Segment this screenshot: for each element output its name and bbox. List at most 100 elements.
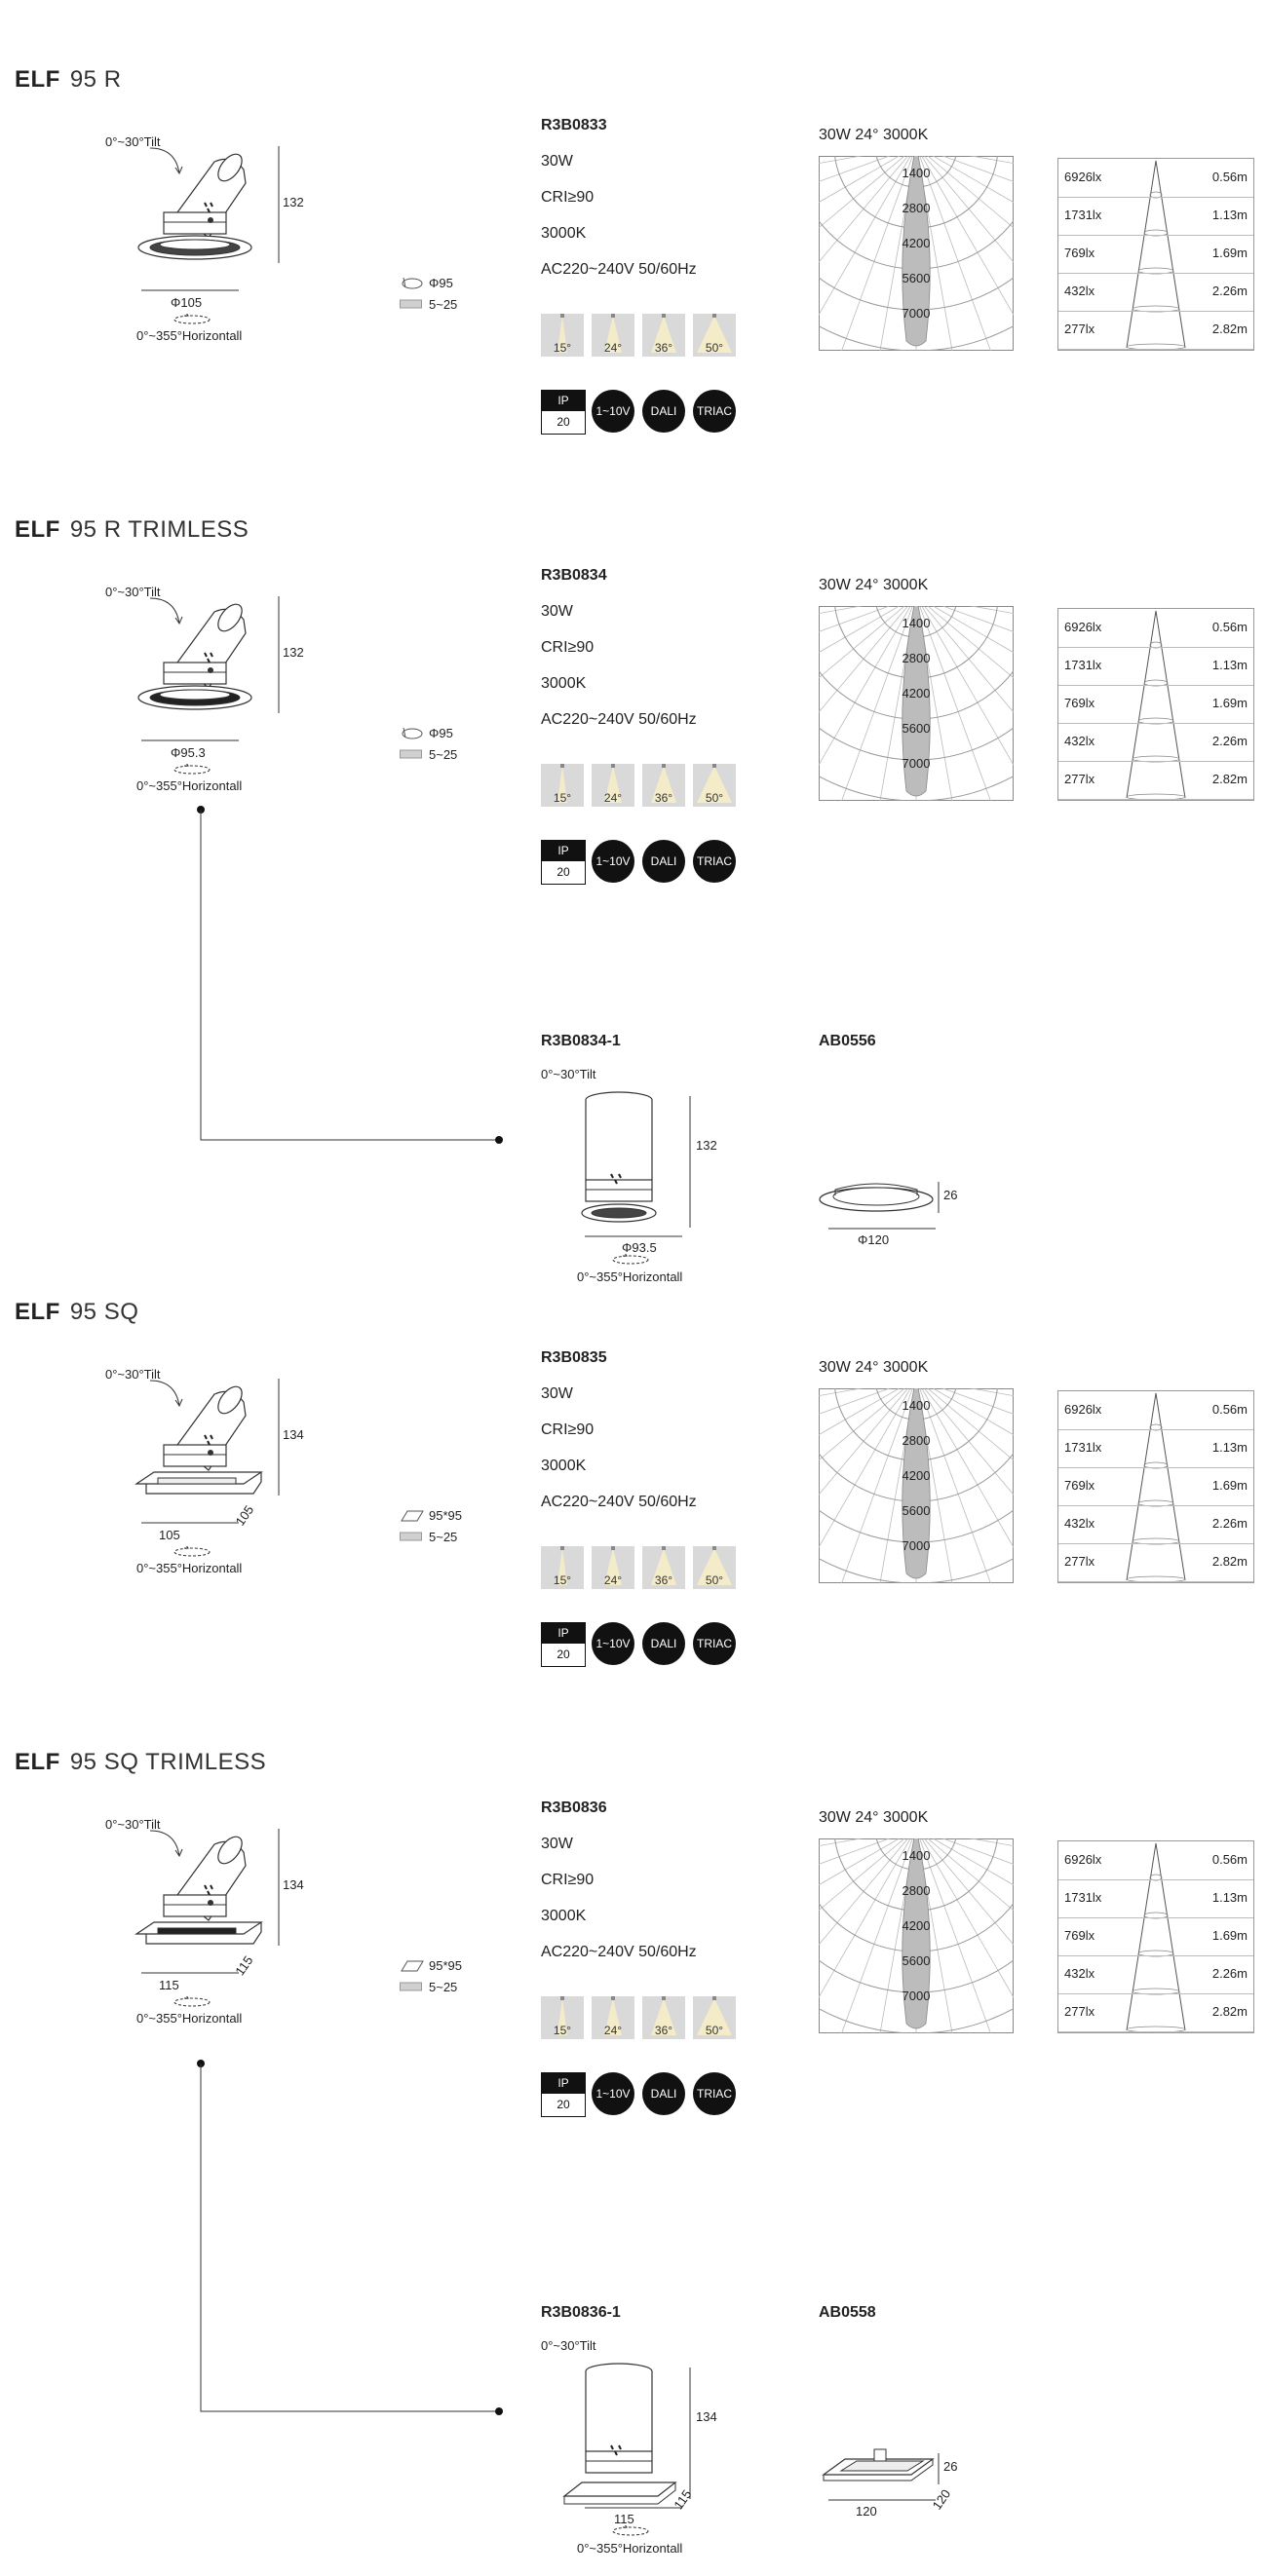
spec-line: 30W (541, 1836, 573, 1852)
title-model: 95 R TRIMLESS (69, 516, 250, 543)
beam-light-icon (604, 314, 622, 353)
spec-line: AC220~240V 50/60Hz (541, 261, 697, 278)
sub-height-dimension-line (689, 1096, 691, 1228)
lux-value: 769lx (1064, 1928, 1095, 1943)
sub-tilt-label: 0°~30°Tilt (541, 2338, 596, 2353)
lux-value: 1731lx (1064, 658, 1102, 672)
accessory-height-label: 26 (943, 1188, 958, 1202)
accessory-drawing (822, 2448, 935, 2481)
lux-distance: 2.26m (1211, 734, 1248, 748)
sub-horizontal-label: 0°~355°Horizontall (577, 2541, 683, 2556)
sub-product-code: R3B0834-1 (541, 1033, 621, 1049)
lux-value: 432lx (1064, 1516, 1095, 1531)
spec-line: 3000K (541, 675, 587, 692)
sub-fixture-drawing (562, 2363, 677, 2505)
polar-value-label: 4200 (902, 686, 931, 701)
height-dimension-line (278, 146, 280, 263)
spec-line: 3000K (541, 1908, 587, 1924)
tilt-label: 0°~30°Tilt (105, 134, 161, 149)
tilt-arrow-icon (149, 1380, 183, 1408)
cutout-icon (401, 1960, 424, 1972)
polar-value-label: 4200 (902, 1468, 931, 1483)
lux-value: 277lx (1064, 772, 1095, 786)
spec-line: CRI≥90 (541, 639, 595, 656)
lux-distance: 2.82m (1211, 322, 1248, 336)
product-code: R3B0834 (541, 567, 607, 584)
lux-value: 1731lx (1064, 208, 1102, 222)
ceiling-range-label: 5~25 (429, 747, 458, 762)
beam-light-icon (604, 1996, 622, 2035)
rotate-arrow-icon (173, 764, 211, 775)
beam-angle-4: 50° (693, 1996, 736, 2039)
width-label: 105 (159, 1528, 180, 1542)
rotate-arrow-icon (173, 1546, 211, 1557)
lux-distance: 2.82m (1211, 772, 1248, 786)
cutout-icon (402, 727, 423, 739)
spec-line: AC220~240V 50/60Hz (541, 1494, 697, 1510)
beam-angle-3: 36° (642, 1546, 685, 1589)
beam-angle-label: 24° (603, 1573, 623, 1587)
ip-label: IP (542, 841, 585, 861)
spec-line: 30W (541, 153, 573, 170)
beam-angle-label: 36° (654, 791, 673, 805)
dimming-badge: TRIAC (693, 2072, 736, 2115)
sub-product-code: R3B0836-1 (541, 2304, 621, 2321)
ip-label: IP (542, 391, 585, 411)
beam-light-icon (697, 314, 732, 353)
accessory-width-line (828, 2499, 936, 2501)
tilt-arrow-icon (149, 1830, 183, 1858)
beam-light-icon (557, 314, 567, 353)
dimming-badge: DALI (642, 2072, 685, 2115)
sub-width-dimension-line (585, 1235, 682, 1237)
beam-light-icon (557, 1546, 567, 1585)
beam-angle-label: 24° (603, 2024, 623, 2037)
accessory-height-line (938, 1182, 940, 1213)
dimming-badge: 1~10V (592, 1622, 634, 1665)
spec-line: CRI≥90 (541, 189, 595, 206)
sub-rotate-arrow-icon (612, 1254, 649, 1265)
title-model: 95 SQ (69, 1299, 139, 1325)
fixture-drawing (134, 1385, 263, 1495)
beam-angle-3: 36° (642, 764, 685, 807)
polar-value-label: 1400 (902, 616, 931, 630)
beam-light-icon (651, 764, 676, 803)
cutout-label: Φ95 (429, 276, 453, 290)
lux-distance: 1.13m (1211, 208, 1248, 222)
spec-line: AC220~240V 50/60Hz (541, 711, 697, 728)
lux-cone (1126, 160, 1186, 350)
tilt-arrow-icon (149, 147, 183, 175)
product-code: R3B0836 (541, 1799, 607, 1816)
tilt-label: 0°~30°Tilt (105, 585, 161, 599)
beam-angle-2: 24° (592, 1546, 634, 1589)
beam-angle-1: 15° (541, 1996, 584, 2039)
dimming-badge: TRIAC (693, 1622, 736, 1665)
lux-value: 277lx (1064, 322, 1095, 336)
lux-row: 277lx 2.82m (1058, 761, 1253, 800)
ceiling-range-label: 5~25 (429, 1530, 458, 1544)
beam-light-icon (697, 1996, 732, 2035)
sub-width-label: Φ93.5 (622, 1240, 657, 1255)
ip-label: IP (542, 1623, 585, 1644)
lux-value: 432lx (1064, 734, 1095, 748)
lux-distance: 0.56m (1211, 1852, 1248, 1867)
polar-value-label: 5600 (902, 721, 931, 736)
beam-angle-label: 24° (603, 341, 623, 355)
height-label: 132 (283, 645, 304, 660)
sub-fixture-drawing (581, 1091, 657, 1223)
title-brand: ELF (15, 1299, 60, 1325)
beam-angle-4: 50° (693, 764, 736, 807)
beam-angle-4: 50° (693, 314, 736, 357)
sub-horizontal-label: 0°~355°Horizontall (577, 1269, 683, 1284)
